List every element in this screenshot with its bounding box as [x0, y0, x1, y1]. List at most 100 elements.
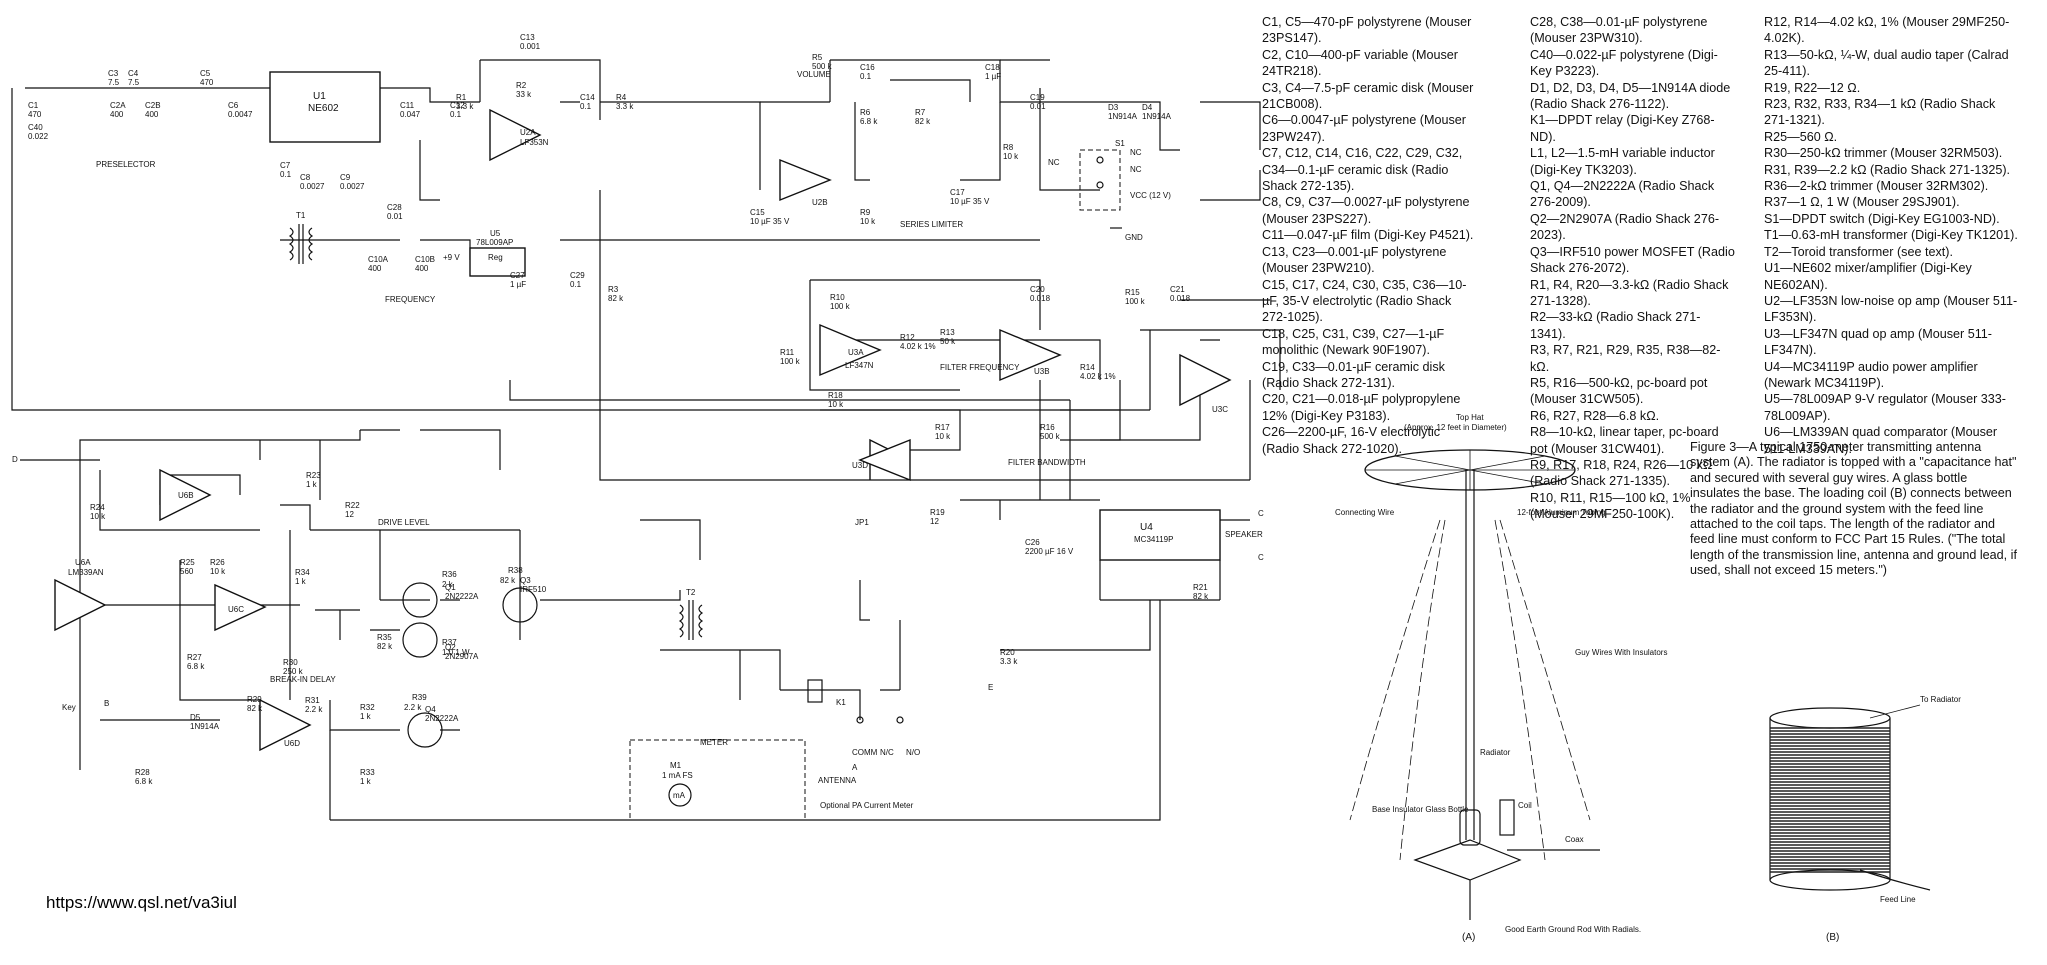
component-value: 470 [200, 78, 214, 87]
component-value: 12 [930, 517, 939, 526]
parts-list-item: R31, R39—2.2 kΩ (Radio Shack 271-1325). [1764, 162, 2011, 177]
component-ref: R26 [210, 558, 225, 567]
frequency-label: FREQUENCY [385, 295, 436, 304]
component-ref: R16 [1040, 423, 1055, 432]
figure-b-label: (B) [1826, 932, 1839, 943]
component-ref: R5 [812, 53, 823, 62]
component-value: 0.0047 [228, 110, 253, 119]
c-right-label-2: C [1258, 553, 1264, 562]
schematic-labels: PRESELECTOR FREQUENCY VOLUME SERIES LIMI… [12, 70, 1264, 772]
parts-list-item: C26—2200-µF, 16-V electrolytic (Radio Sh… [1262, 425, 1441, 456]
component-ref: R11 [780, 348, 795, 357]
u3a-opamp: U3A LF347N [819, 323, 882, 377]
component-ref: R6 [860, 108, 871, 117]
component-ref: C20 [1030, 285, 1045, 294]
u3a-ref: U3A [848, 348, 864, 357]
parts-list-item: U5—78L009AP 9-V regulator (Mouser 333-78… [1764, 392, 2006, 423]
parts-list-item: U3—LF347N quad op amp (Mouser 511-LF347N… [1764, 326, 1992, 358]
component-ref: C13 [520, 33, 535, 42]
component-value: 470 [28, 110, 42, 119]
component-ref: R22 [345, 501, 360, 510]
component-value: 82 k [915, 117, 931, 126]
component-ref: R24 [90, 503, 105, 512]
transmitter-wiring [20, 380, 1161, 821]
component-ref: C5 [200, 69, 211, 78]
component-value: 4.02 k 1% [1080, 372, 1116, 381]
u6a-comparator: U6A LM339AN [54, 558, 107, 632]
volume-label: VOLUME [797, 70, 831, 79]
base-insulator-label: Base Insulator Glass Bottle [1372, 805, 1469, 814]
q2-part: 1.0 1 W [442, 648, 470, 657]
component-value: 1N914A [1108, 112, 1138, 121]
component-ref: C2A [110, 101, 126, 110]
u3c-ref: U3C [1212, 405, 1228, 414]
component-ref: R32 [360, 703, 375, 712]
u2a-opamp: U2A LF353N [489, 108, 549, 162]
component-ref: R23 [306, 471, 321, 480]
parts-list-item: R23, R32, R33, R34—1 kΩ (Radio Shack 271… [1764, 97, 1996, 128]
meter-box: mA METER M1 1 mA FS ANTENNA Optional PA … [629, 738, 914, 821]
component-ref: C10A [368, 255, 389, 264]
component-value: 400 [110, 110, 124, 119]
component-value: 12 [345, 510, 354, 519]
parts-list-column-3: R12, R14—4.02 kΩ, 1% (Mouser 29MF250-4.0… [1764, 14, 2022, 457]
e-label: E [988, 683, 993, 692]
u1-ref: U1 [313, 91, 326, 102]
component-value: 0.022 [28, 132, 49, 141]
parts-list-item: Q3—IRF510 power MOSFET (Radio Shack 276-… [1530, 244, 1735, 276]
component-ref: R10 [830, 293, 845, 302]
component-ref: R19 [930, 508, 945, 517]
m1-range: 1 mA FS [662, 771, 693, 780]
component-value: 400 [145, 110, 159, 119]
parts-list-item: R1, R4, R20—3.3-kΩ (Radio Shack 271-1328… [1530, 277, 1729, 308]
key-label: Key [62, 703, 76, 712]
comm-label: COMM [852, 748, 878, 757]
component-value: 1 k [295, 577, 307, 586]
component-value: 10 k [210, 567, 226, 576]
u6b-ref: U6B [178, 491, 194, 500]
speaker-label: SPEAKER [1225, 530, 1263, 539]
figure-a-label: (A) [1462, 932, 1475, 943]
t1-label: T1 [296, 211, 306, 220]
component-ref: R4 [616, 93, 627, 102]
u6b-comparator: U6B [159, 468, 212, 522]
coil-figure: To Radiator Feed Line (B) [1769, 695, 1961, 943]
component-ref: C4 [128, 69, 139, 78]
parts-list-item: R36—2-kΩ trimmer (Mouser 32RM302). [1764, 179, 1989, 194]
antenna-label: ANTENNA [818, 776, 857, 785]
component-ref: R1 [456, 93, 467, 102]
parts-list-item: C18, C25, C31, C39, C27—1-µF monolithic … [1262, 326, 1445, 358]
component-ref: R20 [1000, 648, 1015, 657]
u4-audio-amp: U4 MC34119P SPEAKER [1099, 509, 1263, 561]
component-value: 0.018 [1030, 294, 1051, 303]
parts-list-item: U6—LM339AN quad comparator (Mouser 511-L… [1764, 425, 1998, 456]
u1-part: NE602 [308, 103, 339, 114]
q4-part: 2.2 k [404, 703, 422, 712]
q1-ref: R36 [442, 570, 457, 579]
parts-list-item: C11—0.047-µF film (Digi-Key P4521). [1262, 228, 1474, 243]
component-ref: C9 [340, 173, 351, 182]
component-value: 1 k [306, 480, 318, 489]
parts-list-item: R12, R14—4.02 kΩ, 1% (Mouser 29MF250-4.0… [1764, 15, 2010, 46]
parts-list-item: C15, C17, C24, C30, C35, C36—10-µF, 35-V… [1262, 277, 1467, 325]
component-value: 1N914A [190, 722, 220, 731]
preselector-label: PRESELECTOR [96, 160, 156, 169]
parts-list-item: R25—560 Ω. [1764, 129, 1838, 144]
component-value: 0.0027 [340, 182, 365, 191]
parts-list-item: R13—50-kΩ, ¼-W, dual audio taper (Calrad… [1764, 47, 2009, 79]
drive-level-label: DRIVE LEVEL [378, 518, 430, 527]
connecting-wire-label: Connecting Wire [1335, 508, 1395, 517]
parts-list-item: R10, R11, R15—100 kΩ, 1% (Mouser 29MF250… [1530, 490, 1691, 522]
parts-list-item: C13, C23—0.001-µF polystyrene (Mouser 23… [1262, 244, 1447, 276]
component-value: 2.2 k [305, 705, 323, 714]
component-value: 0.1 [570, 280, 582, 289]
component-value: 6.8 k [860, 117, 878, 126]
component-ref: C14 [580, 93, 595, 102]
component-ref: R7 [915, 108, 926, 117]
component-value: 0.1 [580, 102, 592, 111]
component-labels: C1470C400.022C2A400C2B400C37.5C47.5C5470… [28, 33, 1209, 786]
parts-list-item: T1—0.63-mH transformer (Digi-Key TK1201)… [1764, 228, 2018, 243]
parts-list-item: U2—LF353N low-noise op amp (Mouser 511-L… [1764, 293, 2018, 325]
meter-label: METER [700, 738, 728, 747]
